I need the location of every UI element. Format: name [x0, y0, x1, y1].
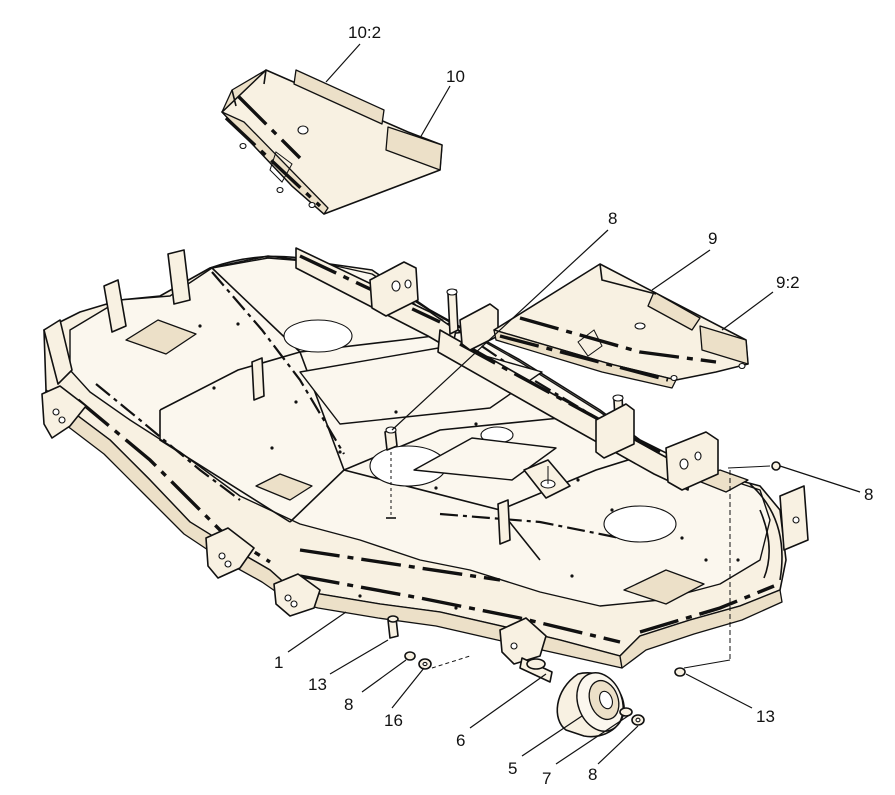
- callout-13-right: 13: [756, 707, 775, 726]
- center-bolt-assembly: [384, 426, 398, 519]
- part-9-right-shield: [493, 263, 749, 389]
- hardware-right-side: [674, 461, 781, 677]
- callout-10: 10: [446, 67, 465, 86]
- part-1-mower-deck: [41, 247, 809, 669]
- callout-10-2: 10:2: [348, 23, 381, 42]
- callout-5: 5: [508, 759, 517, 778]
- callout-8-right: 8: [864, 485, 873, 504]
- callout-13-left: 13: [308, 675, 327, 694]
- callout-9-2: 9:2: [776, 273, 800, 292]
- callout-8-bottom: 8: [588, 765, 597, 784]
- callout-8-top: 8: [608, 209, 617, 228]
- callout-16: 16: [384, 711, 403, 730]
- callout-9: 9: [708, 229, 717, 248]
- caster-wheel-assembly: [519, 657, 645, 738]
- callout-8-lower: 8: [344, 695, 353, 714]
- part-10-top-shield: [221, 69, 443, 215]
- callout-1: 1: [274, 653, 283, 672]
- leader-lines: [287, 43, 861, 765]
- callout-7: 7: [542, 769, 551, 788]
- callout-6: 6: [456, 731, 465, 750]
- hardware-13-16-8-left: [387, 615, 471, 670]
- callout-labels: 10:2 10 8 9 9:2 8 1 13 8 16 6 5 7 8 13: [274, 23, 873, 788]
